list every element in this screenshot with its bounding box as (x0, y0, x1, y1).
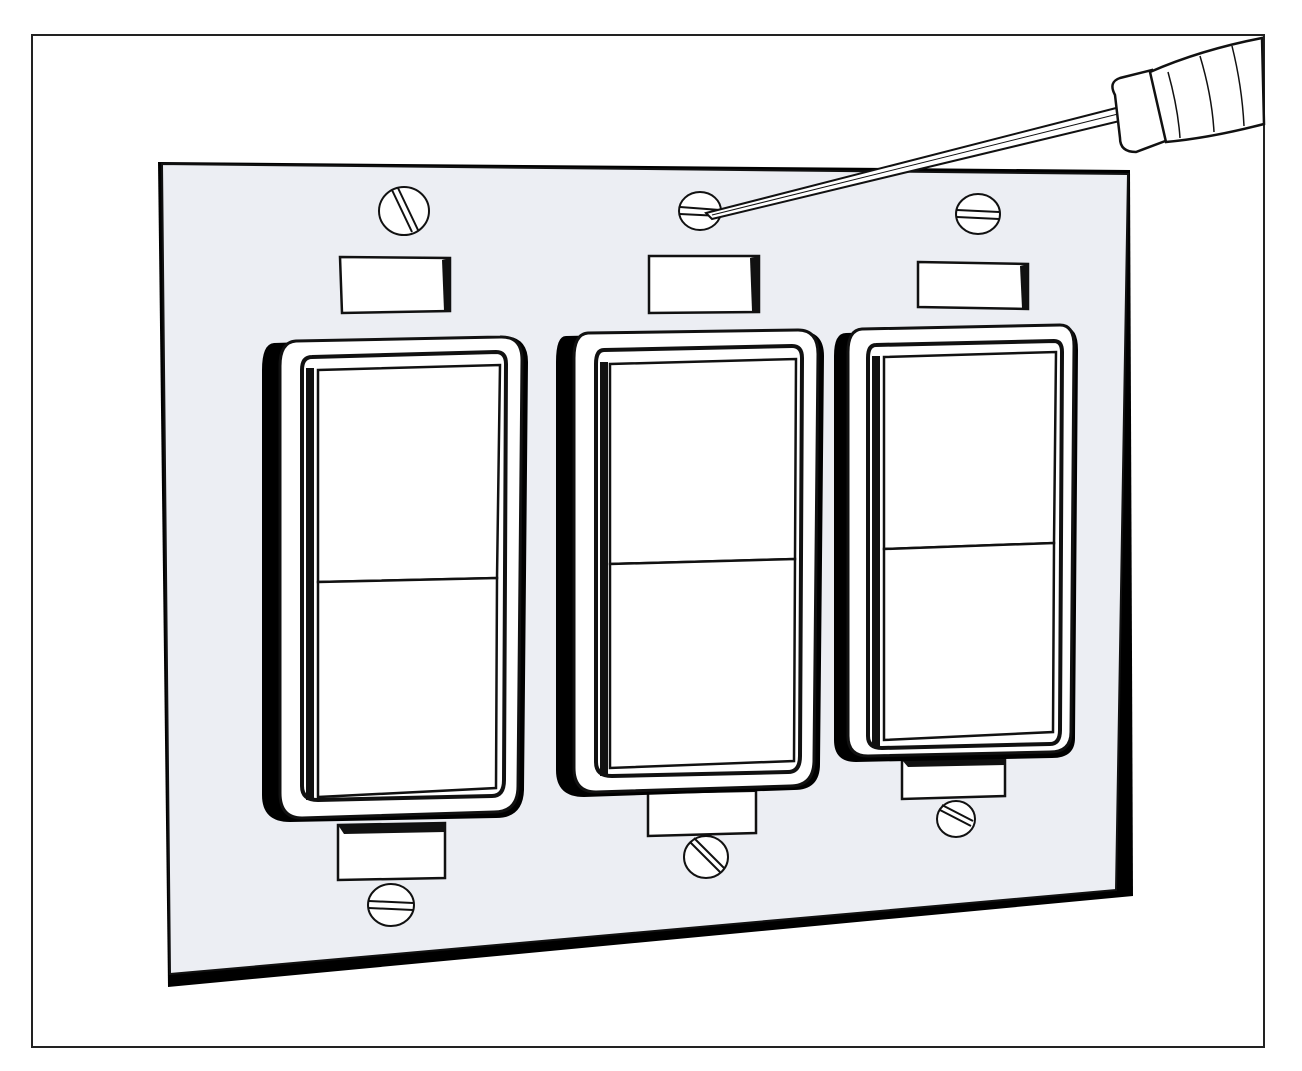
screw-top-right-icon (955, 193, 1001, 235)
rocker-right-bottom (882, 541, 1056, 742)
screw-top-left-icon (378, 186, 430, 236)
screws (367, 186, 1001, 927)
screwdriver-icon (704, 36, 1266, 221)
rocker-middle-top (608, 357, 798, 566)
switch-middle (556, 328, 824, 797)
switch-left (262, 335, 528, 822)
screw-bottom-middle-icon (683, 835, 729, 879)
rocker-left-bottom (316, 576, 499, 799)
rocker-middle-bottom (608, 557, 797, 770)
tab-top-right (916, 260, 1030, 311)
rocker-left-top (316, 363, 502, 584)
switch-right (834, 323, 1078, 762)
screw-bottom-right-icon (936, 800, 976, 838)
upper-tab-shading (442, 256, 1028, 312)
rocker-right-top (882, 350, 1058, 551)
tab-top-left (338, 255, 452, 315)
screw-bottom-left-icon (367, 883, 415, 927)
tab-top-middle (647, 254, 761, 315)
